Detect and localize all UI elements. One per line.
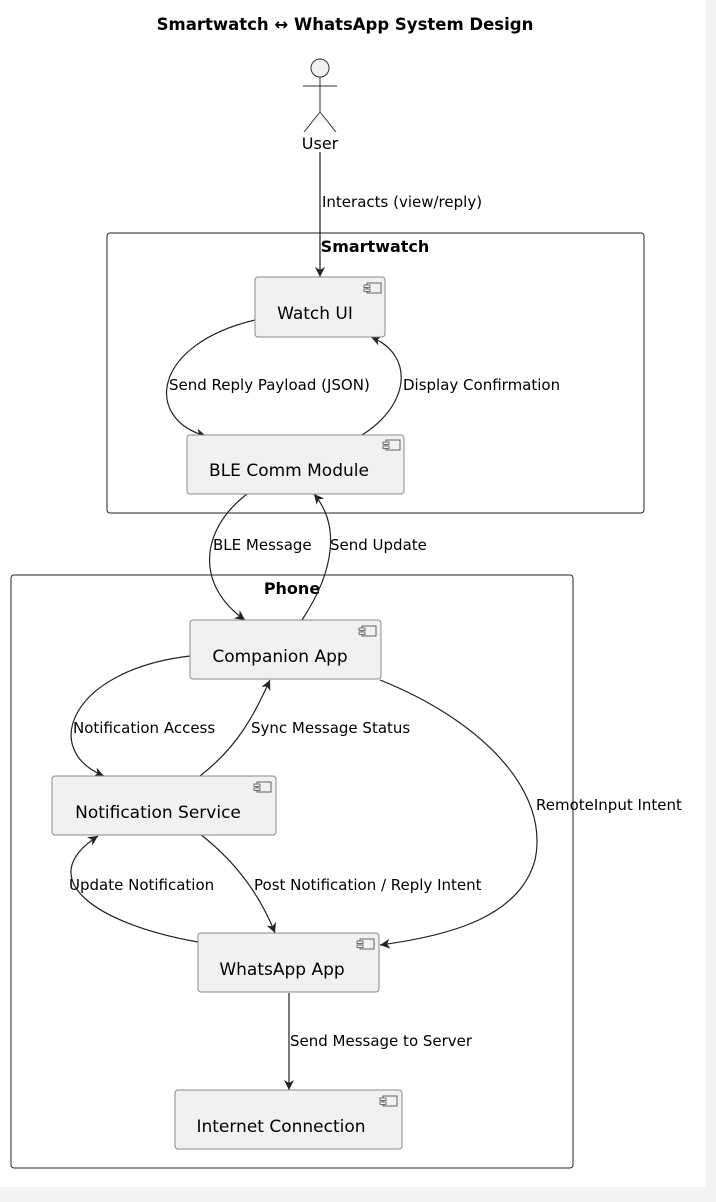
edge-label-send-update: Send Update [330, 536, 427, 554]
edge-sync-message-status: Sync Message Status [199, 679, 410, 777]
edge-notification-access: Notification Access [70, 655, 215, 777]
edge-display-confirmation: Display Confirmation [361, 336, 560, 436]
edge-label-update-notification: Update Notification [69, 876, 214, 894]
edge-send-to-server: Send Message to Server [284, 993, 473, 1090]
component-internet-connection[interactable]: Internet Connection [174, 1089, 403, 1150]
edge-post-notification: Post Notification / Reply Intent [199, 833, 482, 934]
component-ble-comm-module[interactable]: BLE Comm Module [186, 434, 405, 495]
component-whatsapp-app[interactable]: WhatsApp App [197, 932, 380, 993]
component-icon [379, 1095, 398, 1107]
user-actor[interactable]: User [302, 58, 339, 153]
diagram-title: Smartwatch ↔ WhatsApp System Design [157, 15, 534, 34]
edge-send-reply-payload: Send Reply Payload (JSON) [166, 319, 370, 439]
component-companion-app[interactable]: Companion App [189, 619, 382, 680]
edge-send-update: Send Update [301, 493, 427, 621]
component-internet-connection-label: Internet Connection [196, 1117, 365, 1137]
edge-update-notification: Update Notification [69, 835, 214, 943]
edge-label-display-confirmation: Display Confirmation [403, 376, 560, 394]
component-watch-ui-label: Watch UI [277, 304, 353, 324]
edge-label-interacts: Interacts (view/reply) [322, 193, 482, 211]
package-smartwatch: Smartwatch [106, 232, 645, 514]
edge-remoteinput-intent: RemoteInput Intent [379, 679, 682, 949]
edge-label-ble-message: BLE Message [213, 536, 312, 554]
component-icon [356, 938, 375, 950]
stick-figure-icon [303, 58, 337, 133]
component-icon [358, 625, 377, 637]
edge-interacts: Interacts (view/reply) [315, 152, 482, 277]
edge-label-send-to-server: Send Message to Server [290, 1032, 473, 1050]
component-icon [382, 439, 401, 451]
component-notification-service[interactable]: Notification Service [51, 775, 277, 836]
package-phone-title: Phone [264, 579, 321, 598]
component-icon [253, 781, 272, 793]
edge-ble-message: BLE Message [209, 493, 312, 621]
user-actor-label: User [302, 134, 339, 153]
component-watch-ui[interactable]: Watch UI [254, 276, 386, 338]
component-notification-service-label: Notification Service [75, 803, 241, 823]
edge-label-post-notification: Post Notification / Reply Intent [254, 876, 482, 894]
package-phone: Phone [10, 574, 574, 1169]
edge-label-sync-message-status: Sync Message Status [251, 719, 410, 737]
component-ble-comm-module-label: BLE Comm Module [209, 461, 369, 481]
component-companion-app-label: Companion App [212, 647, 347, 667]
component-icon [363, 282, 382, 294]
edge-label-notification-access: Notification Access [73, 719, 215, 737]
package-smartwatch-title: Smartwatch [321, 237, 430, 256]
edge-label-remoteinput-intent: RemoteInput Intent [536, 796, 682, 814]
edge-label-send-reply-payload: Send Reply Payload (JSON) [169, 376, 370, 394]
component-whatsapp-app-label: WhatsApp App [219, 960, 344, 980]
